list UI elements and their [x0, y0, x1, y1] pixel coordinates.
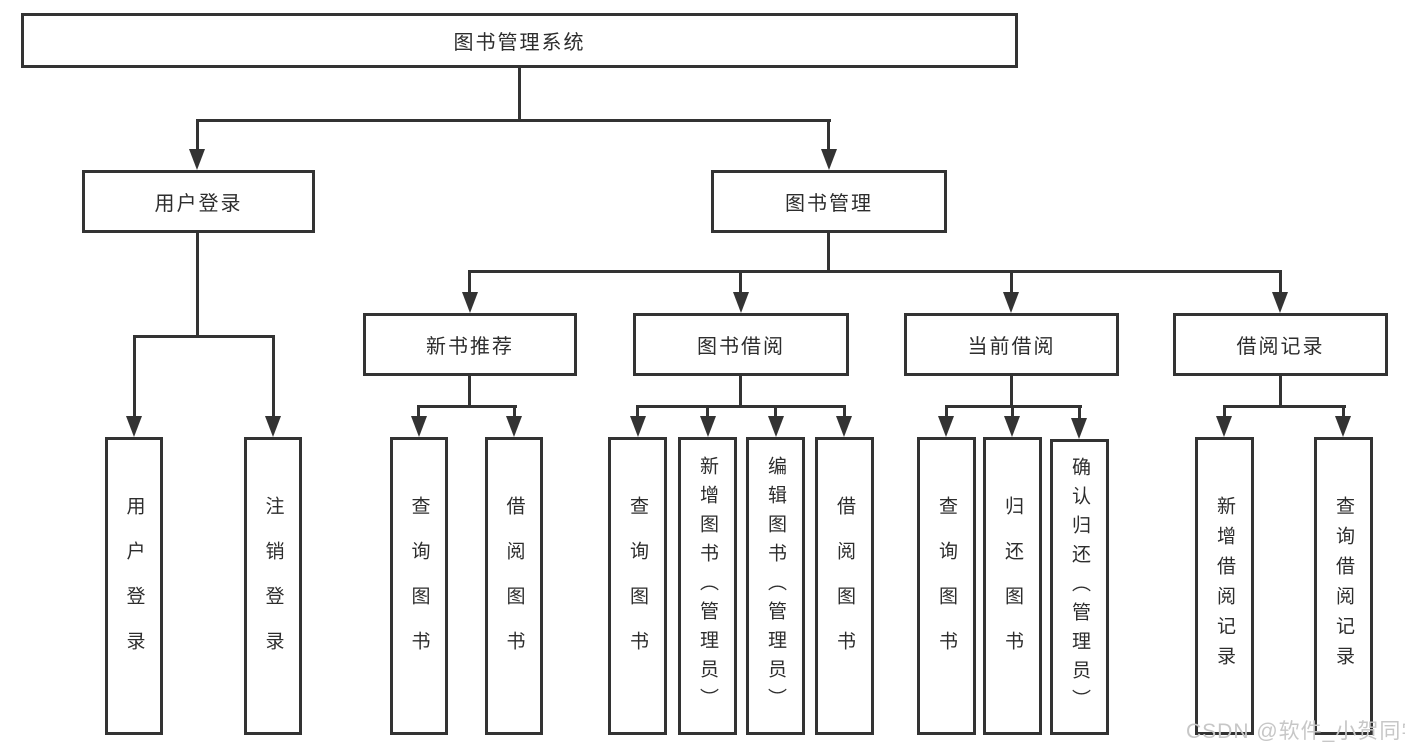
leaf-logout: 注销登录 — [244, 437, 302, 735]
leaf-user-login: 用户登录 — [105, 437, 163, 735]
connector-line — [1279, 270, 1282, 294]
leaf-label: 归还图书 — [1002, 496, 1023, 676]
leaf-add-books-admin: 新增图书（管理员） — [678, 437, 737, 735]
arrowhead-down — [821, 149, 837, 170]
connector-line — [1342, 405, 1345, 417]
leaf-label: 借阅图书 — [503, 496, 525, 676]
node-user-login: 用户登录 — [82, 170, 315, 233]
leaf-label: 注销登录 — [262, 496, 284, 676]
leaf-label: 编辑图书（管理员） — [765, 455, 786, 717]
leaf-edit-books-admin: 编辑图书（管理员） — [746, 437, 805, 735]
connector-line — [418, 405, 517, 408]
connector-line — [636, 405, 846, 408]
connector-line — [518, 66, 521, 122]
connector-line — [133, 335, 136, 418]
arrowhead-down — [411, 416, 427, 437]
arrowhead-down — [1272, 292, 1288, 313]
arrowhead-down — [1071, 418, 1087, 439]
connector-line — [1078, 405, 1081, 419]
connector-line — [196, 119, 199, 151]
arrowhead-down — [1003, 292, 1019, 313]
leaf-label: 新增借阅记录 — [1214, 496, 1235, 676]
connector-line — [843, 405, 846, 417]
connector-line — [1223, 405, 1346, 408]
arrowhead-down — [1004, 416, 1020, 437]
connector-line — [513, 405, 516, 417]
leaf-add-borrow-record: 新增借阅记录 — [1195, 437, 1254, 735]
arrowhead-down — [630, 416, 646, 437]
leaf-label: 查询图书 — [627, 496, 648, 676]
arrowhead-down — [189, 149, 205, 170]
leaf-borrow-books-newbook: 借阅图书 — [485, 437, 543, 735]
leaf-confirm-return-admin: 确认归还（管理员） — [1050, 439, 1109, 735]
leaf-label: 新增图书（管理员） — [697, 455, 718, 717]
arrowhead-down — [265, 416, 281, 437]
node-borrowing-records: 借阅记录 — [1173, 313, 1388, 376]
node-book-management: 图书管理 — [711, 170, 947, 233]
connector-line — [1010, 270, 1013, 294]
csdn-watermark: CSDN @软件_小贺同学 — [1186, 720, 1405, 743]
leaf-label: 查询借阅记录 — [1333, 496, 1354, 676]
connector-line — [1279, 374, 1282, 408]
connector-line — [196, 230, 199, 338]
leaf-query-books-current: 查询图书 — [917, 437, 976, 735]
connector-line — [1011, 405, 1014, 417]
node-new-book-recommendation: 新书推荐 — [363, 313, 577, 376]
connector-line — [272, 335, 275, 418]
arrowhead-down — [768, 416, 784, 437]
connector-line — [468, 374, 471, 408]
connector-line — [739, 270, 742, 294]
arrowhead-down — [506, 416, 522, 437]
leaf-query-books-newbook: 查询图书 — [390, 437, 448, 735]
arrowhead-down — [836, 416, 852, 437]
connector-line — [196, 119, 831, 122]
leaf-label: 查询图书 — [408, 496, 430, 676]
connector-line — [706, 405, 709, 417]
arrowhead-down — [733, 292, 749, 313]
connector-line — [945, 405, 948, 417]
arrowhead-down — [1335, 416, 1351, 437]
connector-line — [468, 270, 471, 294]
connector-line — [469, 270, 1282, 273]
connector-line — [827, 119, 830, 151]
leaf-borrow-books-borrow: 借阅图书 — [815, 437, 874, 735]
connector-line — [133, 335, 275, 338]
arrowhead-down — [462, 292, 478, 313]
connector-line — [827, 230, 830, 272]
connector-line — [417, 405, 420, 417]
arrowhead-down — [700, 416, 716, 437]
node-book-borrowing: 图书借阅 — [633, 313, 849, 376]
arrowhead-down — [126, 416, 142, 437]
leaf-label: 用户登录 — [123, 496, 145, 676]
connector-line — [1223, 405, 1226, 417]
node-library-management-system: 图书管理系统 — [21, 13, 1018, 68]
arrowhead-down — [938, 416, 954, 437]
leaf-label: 查询图书 — [936, 496, 957, 676]
node-current-borrowing: 当前借阅 — [904, 313, 1119, 376]
leaf-query-borrow-record: 查询借阅记录 — [1314, 437, 1373, 735]
connector-line — [739, 374, 742, 408]
connector-line — [636, 405, 639, 417]
leaf-label: 借阅图书 — [834, 496, 855, 676]
connector-line — [774, 405, 777, 417]
leaf-label: 确认归还（管理员） — [1069, 456, 1090, 718]
leaf-return-books: 归还图书 — [983, 437, 1042, 735]
connector-line — [1010, 374, 1013, 408]
leaf-query-books-borrow: 查询图书 — [608, 437, 667, 735]
arrowhead-down — [1216, 416, 1232, 437]
